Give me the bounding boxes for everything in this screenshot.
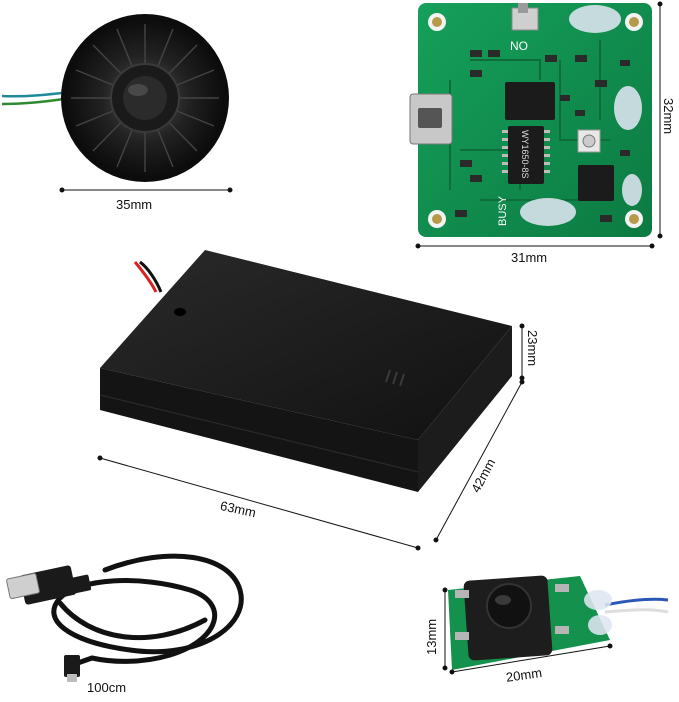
- cable-length-label: 100cm: [87, 680, 127, 695]
- speaker-width-dimension: [59, 187, 233, 193]
- push-button-module: [448, 575, 669, 670]
- board-width-label: 31mm: [511, 250, 548, 265]
- battery-box-height-label: 23mm: [525, 330, 540, 367]
- button-dimension-lines: [442, 587, 613, 675]
- usb-a-plug: [6, 565, 92, 605]
- sound-module-board: NO BUSY WY1650-8S: [409, 3, 652, 237]
- board-label-no: NO: [510, 39, 528, 53]
- board-label-busy: BUSY: [497, 195, 509, 226]
- board-chip-marking: WY1650-8S: [520, 130, 530, 179]
- board-height-label: 32mm: [661, 98, 676, 135]
- usb-cable: [51, 553, 244, 667]
- board-dimension-lines: [415, 1, 663, 249]
- speaker: [1, 14, 229, 182]
- battery-box-dimension-lines: [97, 323, 525, 551]
- battery-box: [99, 250, 512, 492]
- button-height-label: 13mm: [424, 618, 439, 655]
- speaker-width-label: 35mm: [116, 197, 153, 212]
- micro-usb-plug: [64, 655, 80, 682]
